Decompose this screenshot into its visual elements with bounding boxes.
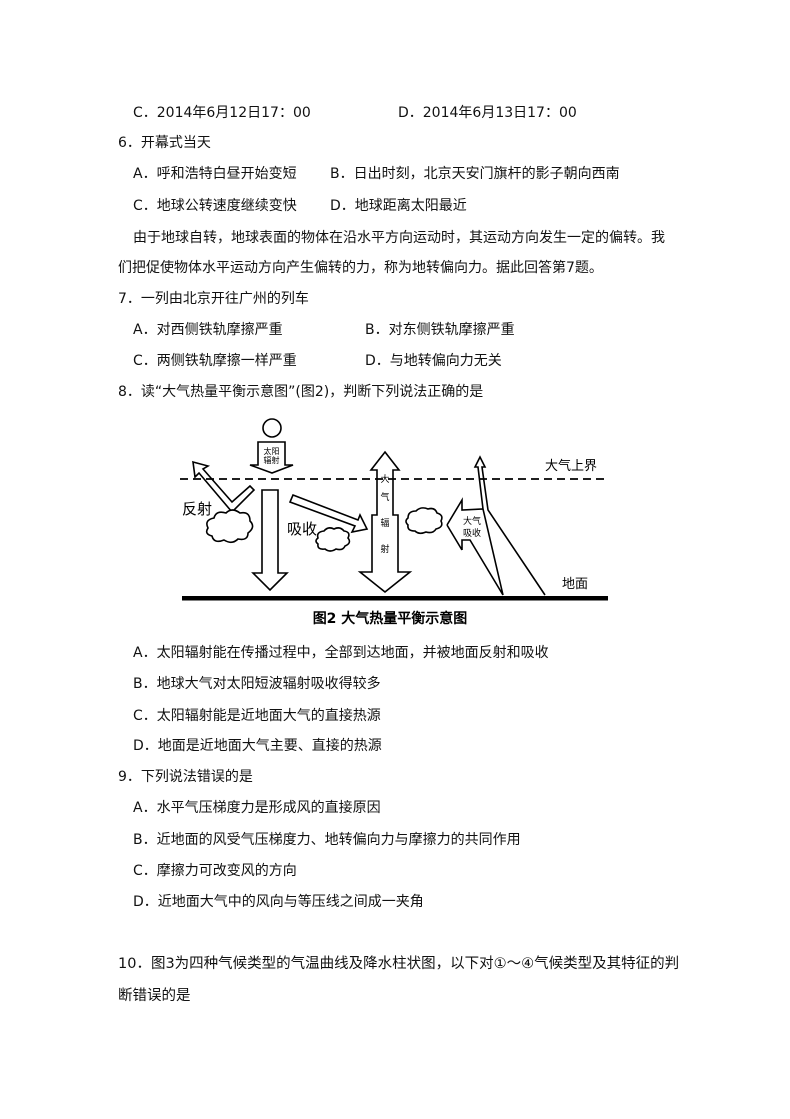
- sun-label-1: 太阳: [264, 446, 280, 456]
- absorb-arrow: [288, 493, 369, 534]
- q10-line-1: 10．图3为四种气候类型的气温曲线及降水柱状图，以下对①～④气候类型及其特征的判: [118, 956, 680, 972]
- q8-option-a: A．太阳辐射能在传播过程中，全部到达地面，并被地面反射和吸收: [133, 645, 549, 661]
- q9-option-b: B．近地面的风受气压梯度力、地转偏向力与摩擦力的共同作用: [133, 832, 521, 848]
- q7-option-a: A．对西侧铁轨摩擦严重: [133, 322, 283, 338]
- cloud-icon: [405, 507, 443, 535]
- q8-option-d: D．地面是近地面大气主要、直接的热源: [133, 738, 382, 754]
- atmospheric-radiation-arrow: [357, 450, 413, 594]
- q7-option-d: D．与地转偏向力无关: [365, 353, 502, 369]
- q6-option-c: C．地球公转速度继续变快: [133, 198, 297, 214]
- q9-option-c: C．摩擦力可改变风的方向: [133, 863, 297, 879]
- q8-option-c: C．太阳辐射能是近地面大气的直接热源: [133, 708, 381, 724]
- reflect-label: 反射: [182, 500, 212, 518]
- passage-line-1: 由于地球自转，地球表面的物体在沿水平方向运动时，其运动方向发生一定的偏转。我: [133, 230, 665, 246]
- q6-option-b: B．日出时刻，北京天安门旗杆的影子朝向西南: [330, 166, 620, 182]
- q9-option-d: D．近地面大气中的风向与等压线之间成一夹角: [133, 894, 424, 910]
- q6-stem: 6．开幕式当天: [118, 135, 211, 151]
- q7-option-b: B．对东侧铁轨摩擦严重: [365, 322, 515, 338]
- figure-caption: 图2 大气热量平衡示意图: [313, 610, 468, 627]
- q9-stem: 9．下列说法错误的是: [118, 769, 253, 785]
- q7-stem: 7．一列由北京开往广州的列车: [118, 291, 309, 307]
- atm-rad-char-1: 大: [380, 473, 389, 485]
- passage-line-2: 们把促使物体水平运动方向产生偏转的力，称为地转偏向力。据此回答第7题。: [118, 260, 603, 276]
- down-arrow: [251, 489, 289, 592]
- q8-option-b: B．地球大气对太阳短波辐射吸收得较多: [133, 676, 381, 692]
- atm-rad-char-3: 辐: [380, 517, 389, 529]
- sun-icon: [262, 418, 282, 438]
- atmosphere-heat-balance-diagram: 太阳 辐射 反射 吸收 大 气 辐 射 大气 吸收 大气上界 地面 图2 大气热…: [180, 418, 608, 627]
- reflect-arrow: [192, 460, 256, 514]
- ground-label: 地面: [562, 577, 588, 592]
- q6-option-a: A．呼和浩特白昼开始变短: [133, 166, 297, 182]
- atm-absorb-label-2: 吸收: [463, 527, 481, 539]
- q8-stem: 8．读“大气热量平衡示意图”(图2)，判断下列说法正确的是: [118, 384, 484, 400]
- ground-line: [182, 596, 608, 601]
- q6-option-d: D．地球距离太阳最近: [330, 198, 467, 214]
- q5-option-c: C．2014年6月12日17：00: [133, 105, 311, 121]
- cloud-icon: [205, 509, 254, 544]
- absorb-label: 吸收: [287, 520, 317, 538]
- q5-option-d: D．2014年6月13日17：00: [398, 105, 577, 121]
- solar-radiation-arrow: [249, 441, 294, 474]
- atm-rad-char-4: 射: [380, 543, 389, 555]
- atm-absorb-label-1: 大气: [463, 515, 481, 527]
- cloud-icon: [315, 527, 351, 552]
- q10-line-2: 断错误的是: [118, 988, 191, 1004]
- q7-option-c: C．两侧铁轨摩擦一样严重: [133, 353, 297, 369]
- atm-rad-char-2: 气: [380, 491, 389, 503]
- sun-label-2: 辐射: [264, 455, 280, 465]
- atm-absorb-arrow: [446, 455, 546, 596]
- q9-option-a: A．水平气压梯度力是形成风的直接原因: [133, 800, 381, 816]
- atmosphere-top-label: 大气上界: [545, 458, 597, 474]
